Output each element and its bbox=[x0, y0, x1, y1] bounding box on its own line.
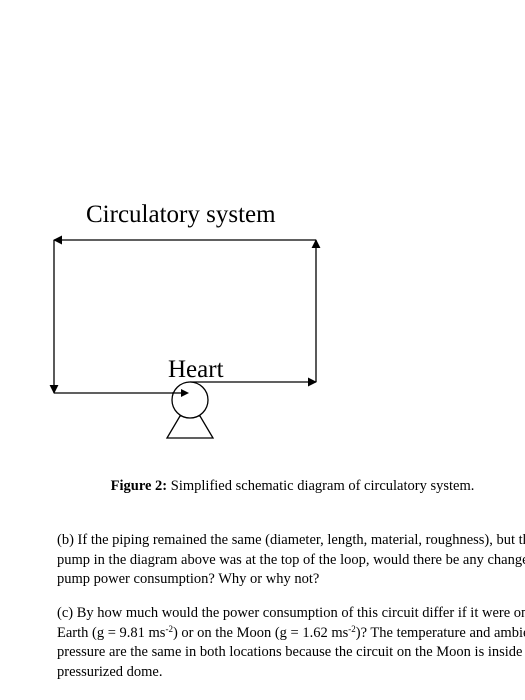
diagram-title: Circulatory system bbox=[86, 201, 276, 228]
question-c-line: pressure are the same in both locations … bbox=[57, 644, 525, 660]
question-b-line: pump power consumption? Why or why not? bbox=[57, 571, 320, 587]
question-c-line: (c) By how much would the power consumpt… bbox=[57, 605, 525, 621]
question-c-line: pressurized dome. bbox=[57, 663, 163, 680]
question-b: (b) If the piping remained the same (dia… bbox=[57, 531, 525, 590]
figure-caption-text: Simplified schematic diagram of circulat… bbox=[167, 478, 475, 494]
figure-caption-label: Figure 2: bbox=[110, 478, 168, 494]
question-b-line: pump in the diagram above was at the top… bbox=[57, 551, 525, 568]
question-c: (c) By how much would the power consumpt… bbox=[57, 604, 525, 682]
circulatory-system-diagram: Circulatory system Heart bbox=[49, 201, 321, 439]
figure-caption: Figure 2: Simplified schematic diagram o… bbox=[0, 478, 525, 495]
question-b-line: (b) If the piping remained the same (dia… bbox=[57, 532, 525, 548]
pump-base bbox=[165, 415, 215, 439]
question-c-line: Earth (g = 9.81 ms-2) or on the Moon (g … bbox=[57, 623, 525, 641]
pump-circle-icon bbox=[171, 381, 209, 419]
heart-label: Heart bbox=[168, 356, 224, 383]
